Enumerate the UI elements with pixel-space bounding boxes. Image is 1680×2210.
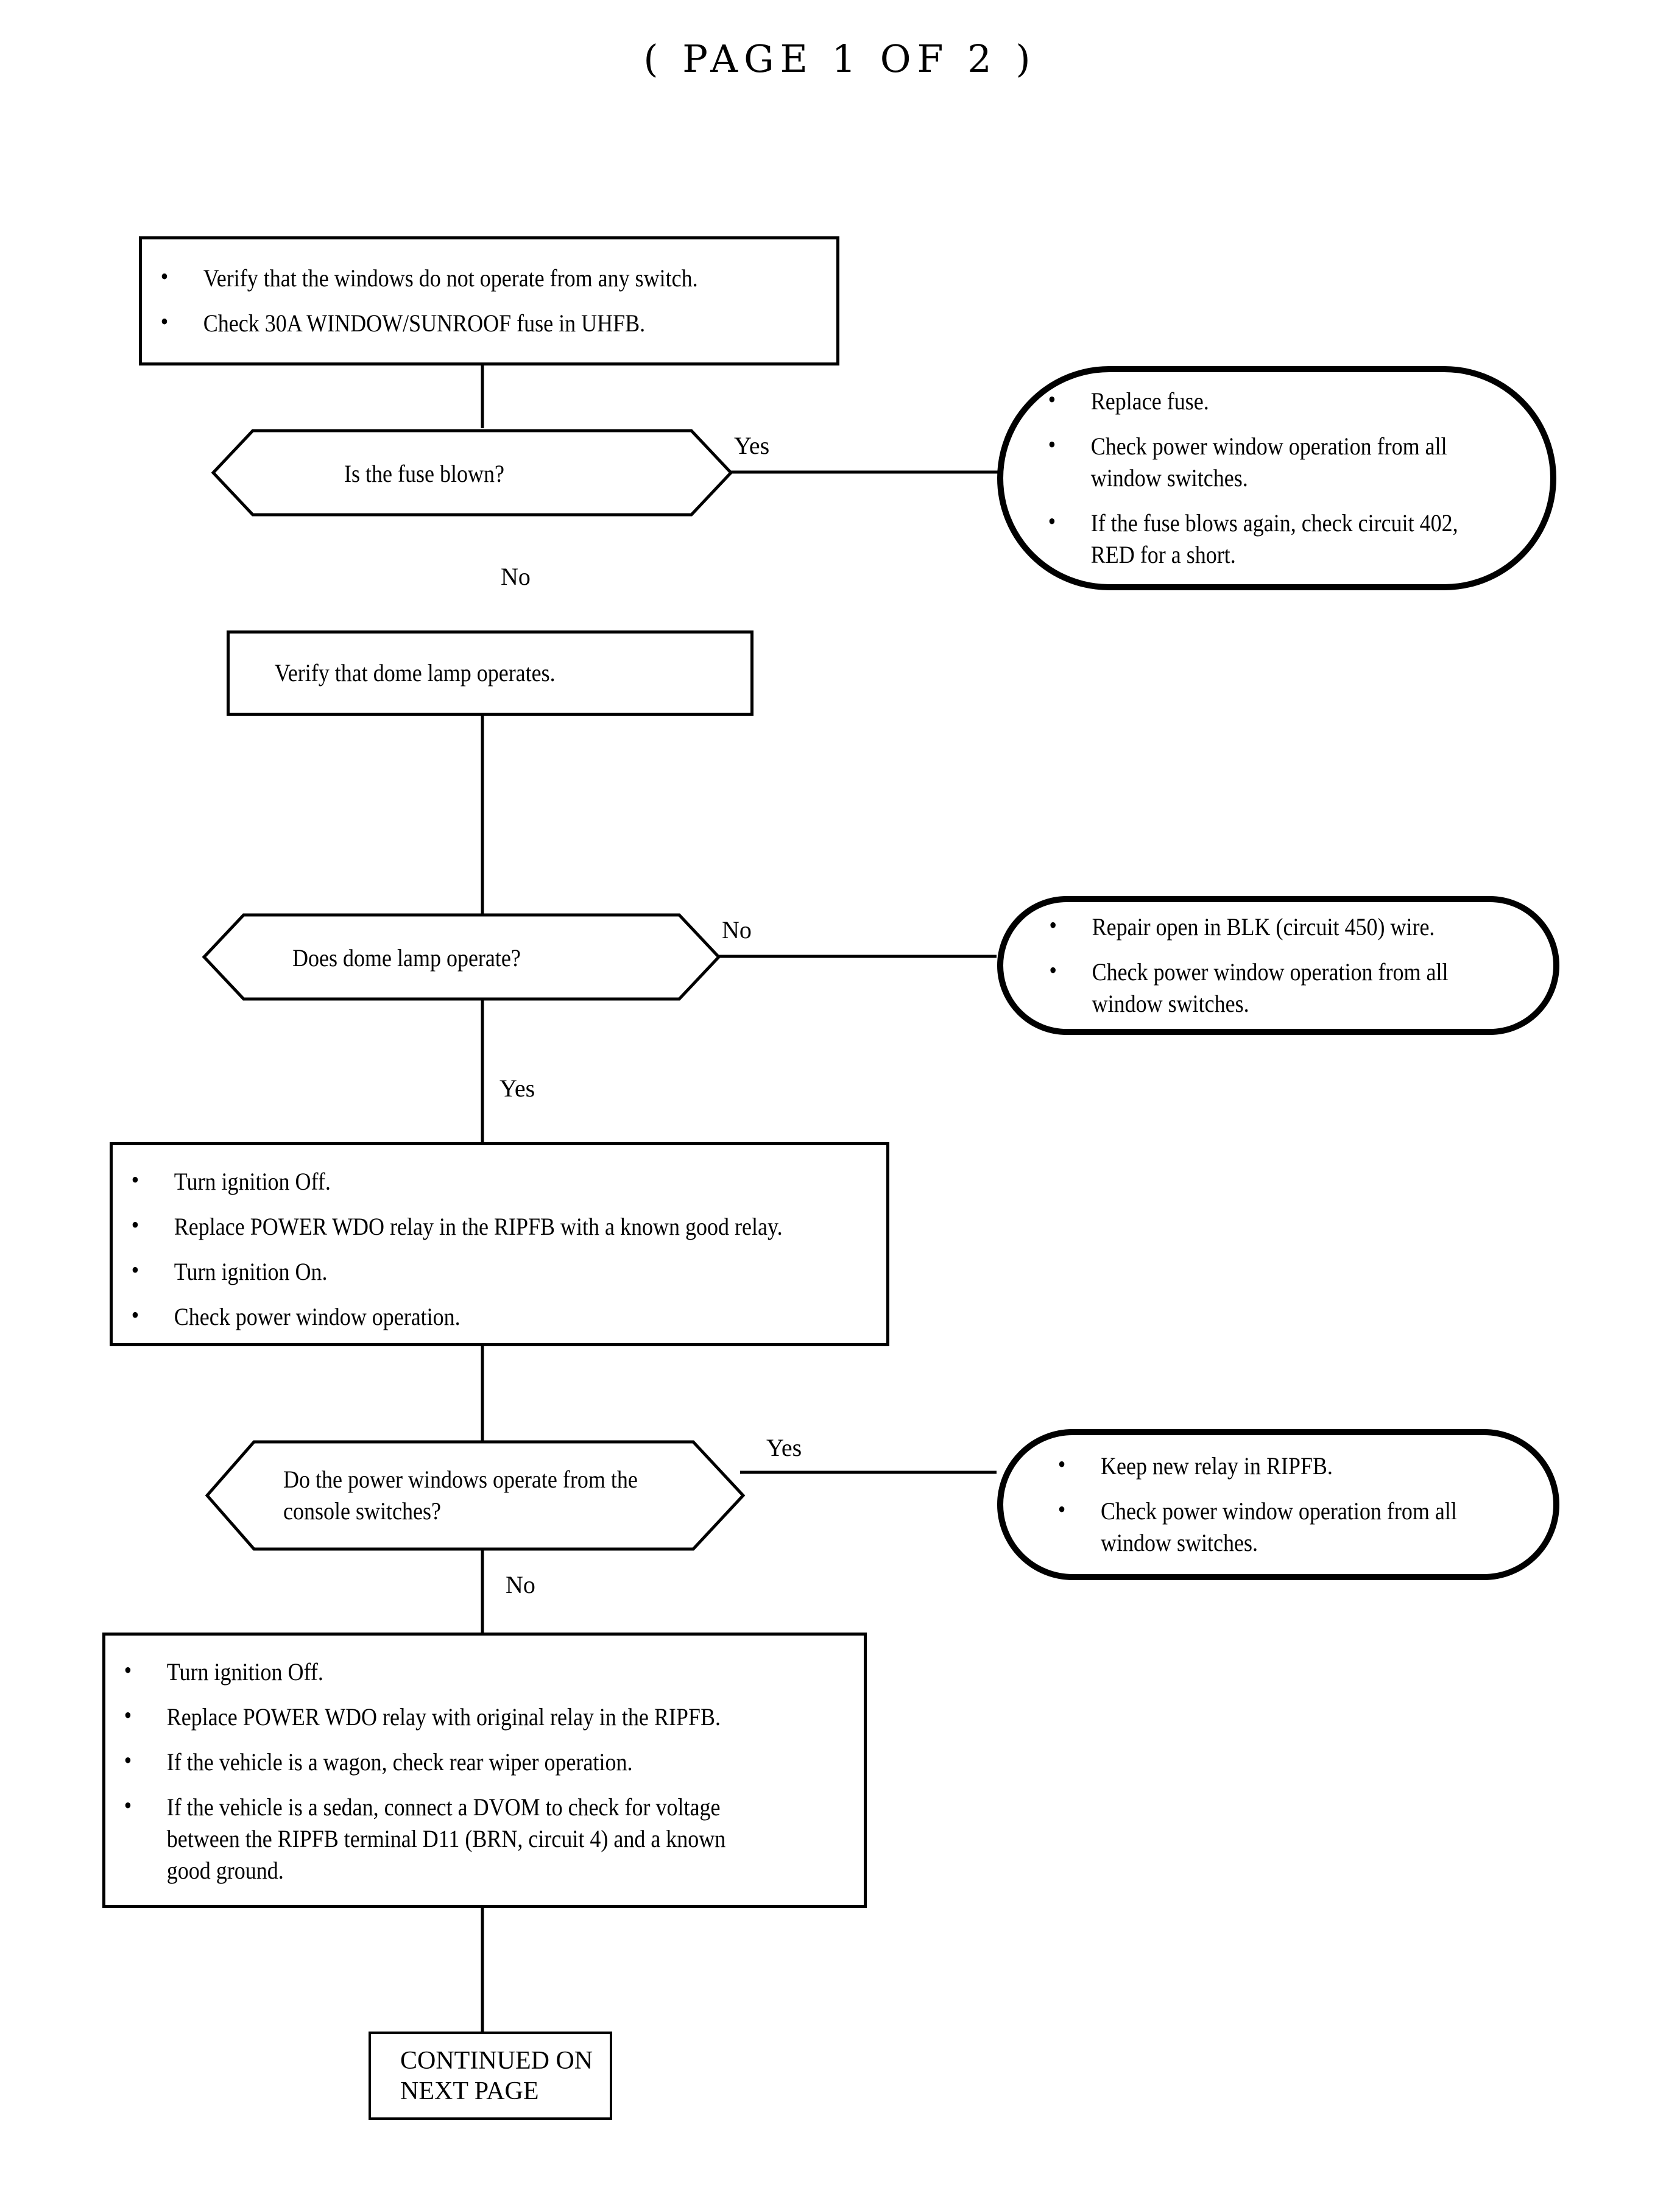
bullet-item: Replace POWER WDO relay in the RIPFB wit… [113, 1209, 787, 1243]
page-title: ( PAGE 1 OF 2 ) [643, 37, 1037, 81]
bullet-item: Repair open in BLK (circuit 450) wire. [1031, 909, 1482, 943]
node-decision-dome: Does dome lamp operate? [201, 911, 722, 1003]
branch-label-yes-fuse: Yes [734, 432, 770, 459]
node-restore-relay: Turn ignition Off. Replace POWER WDO rel… [102, 1633, 867, 1908]
bullet-item: If the vehicle is a wagon, check rear wi… [105, 1745, 761, 1778]
decision-dome-label: Does dome lamp operate? [292, 944, 521, 972]
bullet-item: If the fuse blows again, check circuit 4… [1029, 506, 1468, 571]
node-continued-next-page: CONTINUED ON NEXT PAGE [369, 2032, 612, 2120]
bullet-item: Keep new relay in RIPFB. [1039, 1449, 1481, 1482]
bullet-item: Check power window operation from all wi… [1039, 1494, 1481, 1559]
bullet-item: Replace POWER WDO relay with original re… [105, 1700, 761, 1733]
branch-label-no-dome: No [722, 916, 752, 944]
bullet-item: Verify that the windows do not operate f… [142, 261, 750, 294]
bullet-item: Turn ignition Off. [113, 1164, 787, 1198]
branch-label-yes-console: Yes [766, 1434, 802, 1461]
bullet-item: Turn ignition Off. [105, 1654, 761, 1688]
decision-fuse-label: Is the fuse blown? [344, 460, 504, 487]
node-decision-fuse: Is the fuse blown? [210, 426, 734, 519]
bullet-item: If the vehicle is a sedan, connect a DVO… [105, 1790, 761, 1887]
branch-label-yes-dome: Yes [499, 1075, 535, 1102]
bullet-item: Check power window operation from all wi… [1029, 429, 1468, 494]
node-verify-dome-lamp: Verify that dome lamp operates. [227, 630, 754, 716]
bullet-item: Check power window operation from all wi… [1031, 955, 1482, 1020]
branch-label-no-console: No [506, 1571, 535, 1598]
bullet-item: Replace fuse. [1029, 384, 1468, 417]
verify-dome-lamp-text: Verify that dome lamp operates. [274, 659, 556, 687]
node-start-checks: Verify that the windows do not operate f… [139, 236, 839, 365]
node-action-keep-relay: Keep new relay in RIPFB. Check power win… [997, 1428, 1560, 1581]
branch-label-no-fuse: No [501, 563, 531, 590]
bullet-item: Check 30A WINDOW/SUNROOF fuse in UHFB. [142, 306, 750, 339]
continued-text: CONTINUED ON NEXT PAGE [400, 2046, 593, 2105]
node-action-replace-fuse: Replace fuse. Check power window operati… [997, 365, 1557, 591]
node-decision-console: Do the power windows operate from the co… [204, 1438, 746, 1553]
decision-console-label: Do the power windows operate from the co… [283, 1466, 638, 1525]
bullet-item: Turn ignition On. [113, 1254, 787, 1288]
node-swap-relay: Turn ignition Off. Replace POWER WDO rel… [110, 1142, 889, 1346]
bullet-item: Check power window operation. [113, 1299, 787, 1333]
node-action-repair-blk: Repair open in BLK (circuit 450) wire. C… [997, 895, 1560, 1036]
